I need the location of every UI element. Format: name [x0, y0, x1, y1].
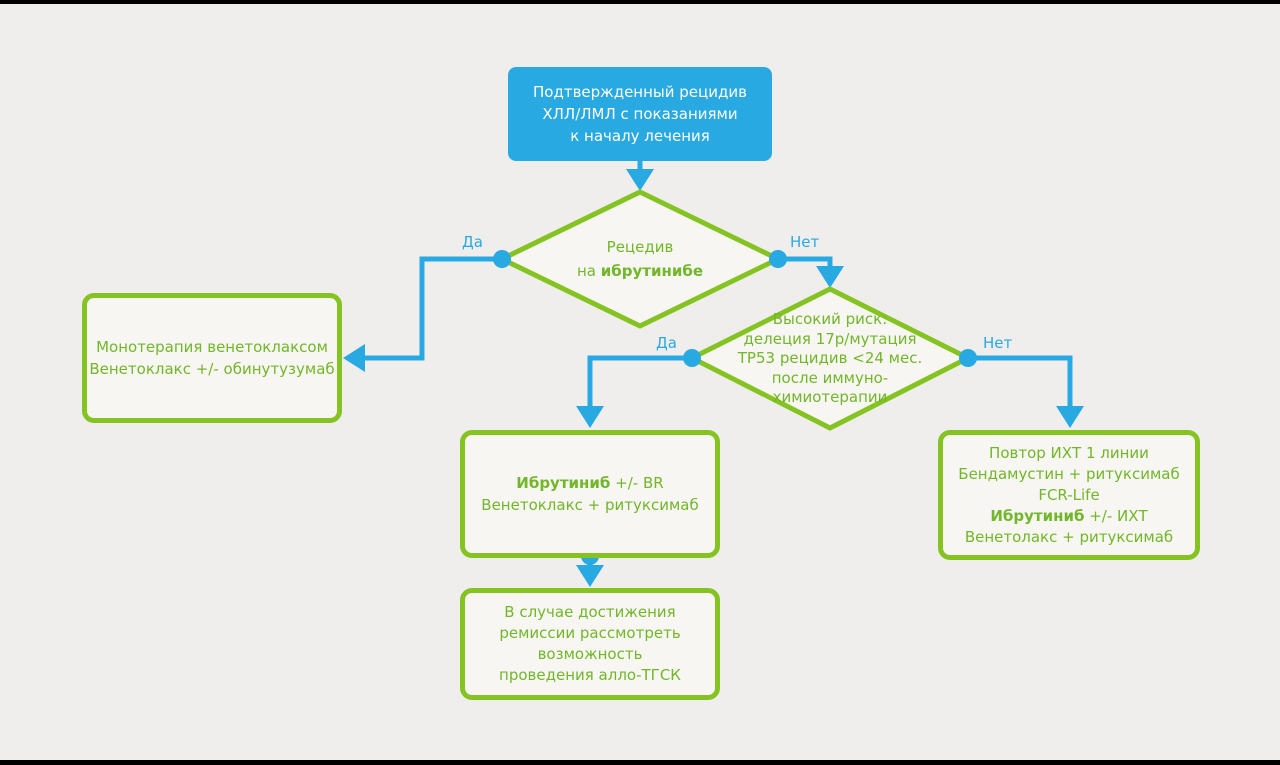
- node-line: возможность: [537, 645, 643, 663]
- node-line: делеция 17р/мутация: [743, 329, 917, 348]
- diamond1-relapse-on-ibrutinib-shape: [499, 189, 781, 329]
- node-venetoclax-monotherapy: Монотерапия венетоклаксом Венетоклакс +/…: [82, 293, 342, 423]
- node-line: Высокий риск:: [772, 310, 888, 328]
- arrowhead-yes1: [343, 344, 365, 372]
- node-line: Ибрутиниб +/- BR: [516, 474, 664, 492]
- node-repeat-first-line-ict: Повтор ИХТ 1 линии Бендамустин + ритукси…: [938, 430, 1200, 560]
- bottom-border-bar: [0, 760, 1280, 765]
- diamond2-high-risk-text: Высокий риск: делеция 17р/мутация ТР53 р…: [692, 310, 968, 408]
- arrowhead-middle-to-bottom: [576, 565, 604, 587]
- node-line: Ибрутиниб +/- ИХТ: [990, 506, 1148, 525]
- node-line: на ибрутинибе: [576, 262, 703, 280]
- junction-dot-diamond1-left: [493, 250, 511, 268]
- node-line: Монотерапия венетоклаксом: [96, 338, 328, 356]
- arrowhead-no2: [1056, 406, 1084, 428]
- connector-yes1: [364, 256, 502, 361]
- connector-no1: [778, 256, 833, 268]
- junction-dot-diamond2-right: [959, 349, 977, 367]
- top-border-bar: [0, 0, 1280, 4]
- node-line: Венетоклакс +/- обинутузумаб: [89, 360, 335, 378]
- junction-dot-diamond2-left: [683, 349, 701, 367]
- node-line: к началу лечения: [570, 127, 710, 145]
- diamond1-relapse-on-ibrutinib-text: Рецедив на ибрутинибе: [502, 235, 778, 283]
- node-line: проведения алло-ТГСК: [499, 666, 681, 684]
- arrowhead-no1: [816, 266, 844, 288]
- node-line: Подтвержденный рецидив: [533, 83, 747, 101]
- arrowhead-yes2: [576, 406, 604, 428]
- node-line: Венетоклакс + ритуксимаб: [481, 496, 699, 514]
- node-line: ТР53 рецидив <24 мес.: [737, 349, 923, 367]
- node-line: Повтор ИХТ 1 линии: [989, 443, 1149, 462]
- node-line: ХЛЛ/ЛМЛ с показаниями: [542, 105, 738, 123]
- label-no-diamond2: Нет: [983, 334, 1013, 352]
- diamond2-high-risk-shape: [689, 286, 971, 431]
- node-line: В случае достижения: [504, 603, 676, 621]
- node-line: Венетолакс + ритуксимаб: [964, 527, 1174, 546]
- arrowhead-start-to-diamond1: [626, 169, 654, 191]
- node-line: химиотерапии: [772, 388, 888, 406]
- node-allo-hsct-remission: В случае достижения ремиссии рассмотреть…: [460, 588, 720, 700]
- label-yes-diamond2: Да: [656, 334, 677, 352]
- node-line: после иммуно-: [771, 368, 889, 387]
- node-line: ремиссии рассмотреть: [499, 624, 681, 642]
- node-start-confirmed-relapse: Подтвержденный рецидив ХЛЛ/ЛМЛ с показан…: [508, 67, 772, 161]
- node-ibrutinib-br: Ибрутиниб +/- BR Венетоклакс + ритуксима…: [460, 430, 720, 558]
- connector-no2: [968, 355, 1073, 408]
- connector-yes2: [587, 355, 692, 408]
- node-line: FCR-Life: [1038, 485, 1100, 504]
- label-yes-diamond1: Да: [462, 233, 483, 251]
- node-line: Бендамустин + ритуксимаб: [958, 464, 1180, 483]
- node-line: Рецедив: [606, 238, 674, 256]
- label-no-diamond1: Нет: [790, 233, 820, 251]
- junction-dot-diamond1-right: [769, 250, 787, 268]
